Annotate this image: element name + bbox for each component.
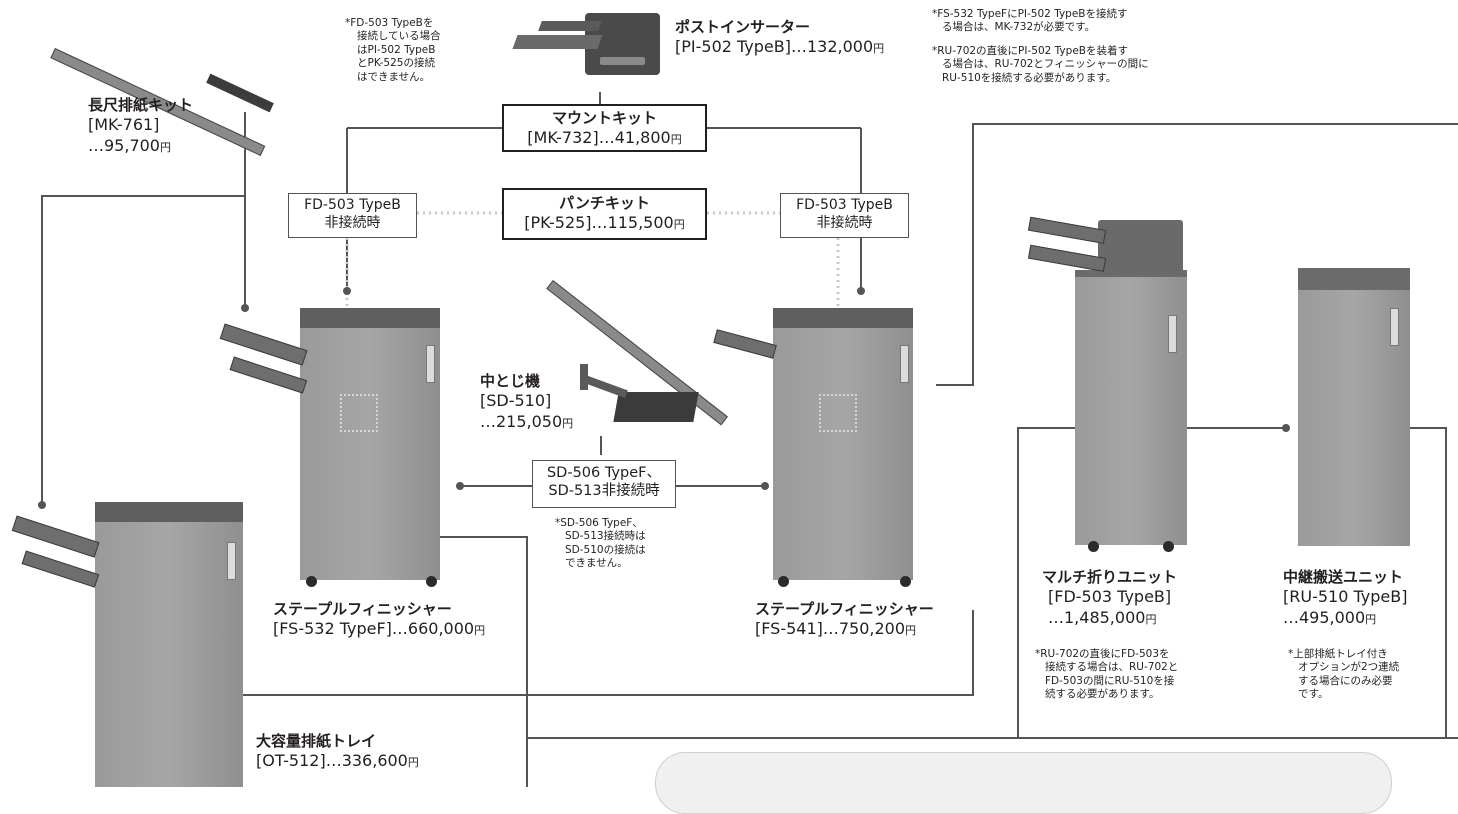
product-name: マウントキット <box>551 109 657 127</box>
product-price: …95,700円 <box>88 135 171 155</box>
dashed-mount-indicator <box>819 394 857 432</box>
dashed-mount-indicator <box>340 394 378 432</box>
saddle-stitcher-label: 中とじ機 [SD-510] …215,050円 <box>480 372 573 432</box>
product-name: ステープルフィニッシャー <box>755 600 934 618</box>
large-capacity-tray-label: 大容量排紙トレイ [OT-512]…336,600円 <box>256 732 419 772</box>
sd-not-connected-box: SD-506 TypeF、SD-513非接続時 <box>532 460 676 508</box>
product-code: [MK-761] <box>88 115 160 135</box>
saddle-stitcher-note: *SD-506 TypeF、 SD-513接続時は SD-510の接続は できま… <box>555 517 646 570</box>
finisher-fs541-label: ステープルフィニッシャー [FS-541]…750,200円 <box>755 600 934 640</box>
top-right-note-1: *FS-532 TypeFにPI-502 TypeBを接続す る場合は、MK-7… <box>932 8 1128 34</box>
mount-kit-box: マウントキット [MK-732]…41,800円 <box>502 104 707 152</box>
product-name: 長尺排紙キット <box>88 96 194 114</box>
staple-finisher-fs532-illustration <box>208 300 448 590</box>
product-price: …1,485,000円 <box>1048 607 1157 627</box>
punch-kit-box: パンチキット [PK-525]…115,500円 <box>502 188 707 240</box>
multi-fold-unit-label: マルチ折りユニット [FD-503 TypeB] …1,485,000円 <box>1042 568 1177 628</box>
long-tray-kit-illustration <box>50 8 275 157</box>
post-inserter-label: ポストインサーター [PI-502 TypeB]…132,000円 <box>675 18 884 58</box>
product-name: マルチ折りユニット <box>1042 568 1178 586</box>
top-right-note-2: *RU-702の直後にPI-502 TypeBを装着す る場合は、RU-702と… <box>932 45 1149 84</box>
bottom-banner <box>655 752 1392 814</box>
connector-dot <box>761 482 769 490</box>
connector-dot <box>857 287 865 295</box>
connector-dot <box>456 482 464 490</box>
multi-fold-note: *RU-702の直後にFD-503を 接続する場合は、RU-702と FD-50… <box>1035 648 1179 701</box>
long-tray-kit-label: 長尺排紙キット [MK-761] …95,700円 <box>88 96 193 156</box>
product-price: …215,050円 <box>480 411 574 431</box>
connector-lines <box>41 92 1458 787</box>
multi-fold-unit-illustration <box>1018 215 1193 555</box>
product-code: [RU-510 TypeB] <box>1283 587 1408 607</box>
product-name: 中継搬送ユニット <box>1283 568 1404 586</box>
staple-finisher-fs541-illustration <box>546 265 938 590</box>
connector-dot <box>38 501 46 509</box>
post-inserter-note: *FD-503 TypeBを 接続している場合 はPI-502 TypeB とP… <box>345 17 441 83</box>
product-name: 中とじ機 <box>480 372 541 390</box>
saddle-stitcher-illustration <box>578 362 703 444</box>
relay-unit-label: 中継搬送ユニット [RU-510 TypeB] …495,000円 <box>1283 568 1407 628</box>
post-inserter-illustration <box>512 5 665 83</box>
product-code-price: [MK-732]…41,800円 <box>527 127 682 147</box>
product-name: ステープルフィニッシャー <box>273 600 452 618</box>
large-capacity-tray-illustration <box>5 492 245 787</box>
product-code-price: [OT-512]…336,600円 <box>256 751 419 771</box>
relay-unit-note: *上部排紙トレイ付き オプションが2つ連続 する場合にのみ必要 です。 <box>1288 648 1400 701</box>
connector-dot <box>1282 424 1290 432</box>
connector-dot <box>241 304 249 312</box>
product-code-price: [FS-541]…750,200円 <box>755 619 917 639</box>
product-code: [SD-510] <box>480 391 552 411</box>
finisher-fs532-label: ステープルフィニッシャー [FS-532 TypeF]…660,000円 <box>273 600 485 640</box>
product-code-price: [PK-525]…115,500円 <box>524 212 685 232</box>
product-name: 大容量排紙トレイ <box>256 732 377 750</box>
product-code: [FD-503 TypeB] <box>1048 587 1172 607</box>
product-price: …495,000円 <box>1283 607 1377 627</box>
relay-transport-unit-illustration <box>1298 268 1410 558</box>
product-name: ポストインサーター <box>675 18 811 36</box>
product-name: パンチキット <box>559 194 650 212</box>
connector-dot <box>343 287 351 295</box>
product-code-price: [PI-502 TypeB]…132,000円 <box>675 37 885 57</box>
product-code-price: [FS-532 TypeF]…660,000円 <box>273 619 486 639</box>
